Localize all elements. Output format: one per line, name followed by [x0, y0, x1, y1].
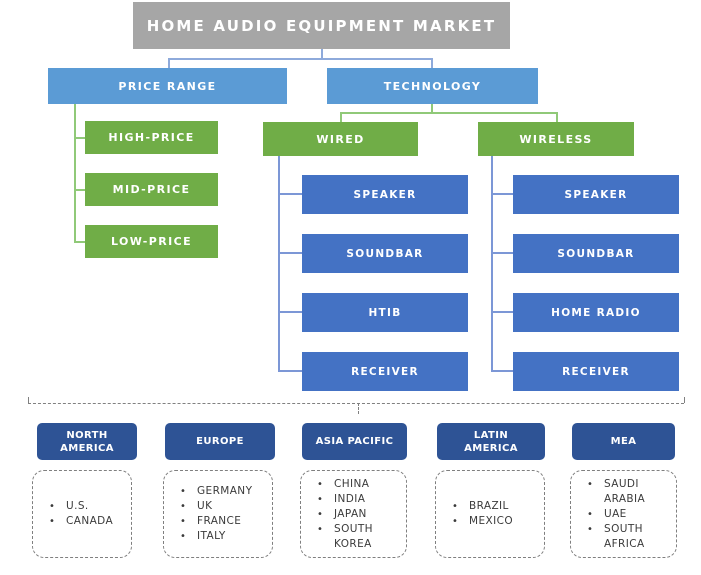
node-wired-htib: HTIB [302, 293, 468, 332]
connector-wireless-speaker [491, 193, 513, 195]
node-wired-soundbar: SOUNDBAR [302, 234, 468, 273]
country-item: JAPAN [301, 507, 406, 522]
region-label: LATIN AMERICA [464, 429, 518, 454]
connector-to-price-range [168, 58, 170, 68]
connector-price-trunk [74, 104, 76, 243]
connector-title-crossbar [168, 58, 433, 60]
country-item: CHINA [301, 477, 406, 492]
connector-technology-crossbar [340, 112, 557, 114]
region-label: ASIA PACIFIC [315, 436, 394, 447]
connector-to-wireless [556, 112, 558, 122]
country-list-asia-pacific: CHINA INDIA JAPAN SOUTH KOREA [300, 470, 407, 558]
bracket-left-tick [28, 397, 29, 403]
bracket-right-tick [684, 397, 685, 403]
connector-technology-stem [431, 104, 433, 112]
bracket-center-tick [358, 403, 359, 414]
country-item: INDIA [301, 492, 406, 507]
node-wireless: WIRELESS [478, 122, 634, 156]
connector-wireless-trunk [491, 156, 493, 372]
region-latin-america: LATIN AMERICA [437, 423, 545, 460]
country-item: GERMANY [164, 484, 272, 499]
region-label: MEA [610, 436, 637, 447]
bracket-horizontal-line [28, 403, 684, 404]
country-item: BRAZIL [436, 499, 544, 514]
country-item: CANADA [33, 514, 131, 529]
connector-to-low-price [74, 241, 85, 243]
node-technology: TECHNOLOGY [327, 68, 538, 104]
country-item: FRANCE [164, 514, 272, 529]
connector-wired-trunk [278, 156, 280, 372]
country-item: UAE [571, 507, 676, 522]
region-label: EUROPE [196, 436, 244, 447]
country-item: SOUTH KOREA [301, 522, 406, 552]
node-wired-speaker: SPEAKER [302, 175, 468, 214]
country-item: MEXICO [436, 514, 544, 529]
connector-wired-speaker [278, 193, 302, 195]
connector-wireless-receiver [491, 370, 513, 372]
node-mid-price: MID-PRICE [85, 173, 218, 206]
region-mea: MEA [572, 423, 675, 460]
node-wireless-speaker: SPEAKER [513, 175, 679, 214]
region-asia-pacific: ASIA PACIFIC [302, 423, 407, 460]
connector-wireless-soundbar [491, 252, 513, 254]
country-item: ITALY [164, 529, 272, 544]
country-item: U.S. [33, 499, 131, 514]
country-item: UK [164, 499, 272, 514]
connector-to-technology [431, 58, 433, 68]
node-high-price: HIGH-PRICE [85, 121, 218, 154]
connector-wired-soundbar [278, 252, 302, 254]
connector-to-high-price [74, 137, 85, 139]
node-wireless-soundbar: SOUNDBAR [513, 234, 679, 273]
country-item: SAUDI ARABIA [571, 477, 676, 507]
node-wired: WIRED [263, 122, 418, 156]
node-low-price: LOW-PRICE [85, 225, 218, 258]
connector-wired-receiver [278, 370, 302, 372]
node-wireless-home-radio: HOME RADIO [513, 293, 679, 332]
node-wired-receiver: RECEIVER [302, 352, 468, 391]
country-list-north-america: U.S. CANADA [32, 470, 132, 558]
country-list-europe: GERMANY UK FRANCE ITALY [163, 470, 273, 558]
country-item: SOUTH AFRICA [571, 522, 676, 552]
region-label: NORTH AMERICA [60, 429, 114, 454]
node-price-range: PRICE RANGE [48, 68, 287, 104]
connector-to-wired [340, 112, 342, 122]
region-europe: EUROPE [165, 423, 275, 460]
country-list-mea: SAUDI ARABIA UAE SOUTH AFRICA [570, 470, 677, 558]
country-list-latin-america: BRAZIL MEXICO [435, 470, 545, 558]
root-node-title: HOME AUDIO EQUIPMENT MARKET [133, 2, 510, 49]
node-wireless-receiver: RECEIVER [513, 352, 679, 391]
connector-wireless-home-radio [491, 311, 513, 313]
connector-title-stem [321, 49, 323, 58]
region-north-america: NORTH AMERICA [37, 423, 137, 460]
connector-to-mid-price [74, 189, 85, 191]
connector-wired-htib [278, 311, 302, 313]
